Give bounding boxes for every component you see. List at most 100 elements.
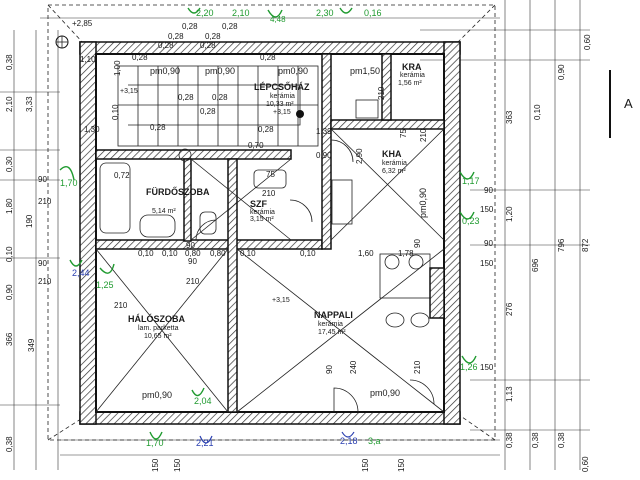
stair-dim-b: 1,10 bbox=[80, 55, 96, 64]
mid-dimensions: 0,10 0,10 0,10 0,10 1,60 1,78 0,80 0,80 … bbox=[114, 86, 428, 286]
hw-0: 2,20 bbox=[196, 8, 214, 18]
right-dim-14: 796 bbox=[557, 238, 566, 252]
nappali-name: NAPPALI bbox=[314, 310, 353, 320]
right-dim-3: 363 bbox=[505, 110, 514, 124]
hw-8: 2,21 bbox=[196, 438, 214, 448]
top-dim-g: 0,28 bbox=[260, 53, 276, 62]
hw-13: 1,17 bbox=[462, 176, 480, 186]
parapet-1: pm0,90 bbox=[150, 66, 180, 76]
top-dim-a: 0,28 bbox=[182, 22, 198, 31]
left-dim-1: 2,10 bbox=[5, 96, 14, 112]
bottom-dim-0: 150 bbox=[151, 458, 160, 472]
stair-dim-d: 0,28 bbox=[178, 93, 194, 102]
mid-dim-b: 0,10 bbox=[162, 249, 178, 258]
left-dim-0: 0,38 bbox=[5, 54, 14, 70]
bottom-dim-1: 150 bbox=[173, 458, 182, 472]
stair-dim-g: 0,28 bbox=[150, 123, 166, 132]
stair-dim-j: 1,30 bbox=[84, 125, 100, 134]
left-dim-4: 1,80 bbox=[5, 198, 14, 214]
left-dim-2: 3,33 bbox=[25, 96, 34, 112]
room-labels: LÉPCSŐHÁZ kerámia 10,33 m² +3,15 KRA ker… bbox=[128, 62, 425, 340]
lepcsohaz-finish: kerámia bbox=[270, 93, 295, 100]
szf-name: SZF bbox=[250, 199, 268, 209]
hw-6: 1,70 bbox=[60, 178, 78, 188]
nappali-area: 17,45 m² bbox=[318, 329, 346, 336]
hw-7: 2,04 bbox=[194, 396, 212, 406]
left-inner-2: 90 bbox=[186, 241, 195, 250]
mid-dim-n: 2,90 bbox=[355, 148, 364, 164]
stair-dim-f: 0,28 bbox=[200, 107, 216, 116]
haloszoba-name: HÁLÓSZOBA bbox=[128, 313, 185, 324]
mid-dim-g: 0,80 bbox=[185, 249, 201, 258]
parapet-3: pm0,90 bbox=[278, 66, 308, 76]
section-mark: A bbox=[609, 70, 633, 138]
lepcsohaz-area: 10,33 m² bbox=[266, 101, 294, 108]
section-mark-label: A bbox=[624, 96, 633, 111]
left-dim-8: 210 bbox=[38, 197, 52, 206]
left-inner-1: 210 bbox=[38, 277, 52, 286]
parapet-6: pm0,90 bbox=[370, 388, 400, 398]
hw-9: 2,18 bbox=[340, 436, 358, 446]
right-dim-16: 0,38 bbox=[531, 432, 540, 448]
right-dim-7: 90 bbox=[484, 239, 493, 248]
room-diagonals bbox=[95, 128, 445, 413]
left-dim-11: 349 bbox=[27, 338, 36, 352]
hw-5: 1,25 bbox=[96, 280, 114, 290]
outer-walls bbox=[79, 41, 461, 425]
staircase bbox=[55, 35, 319, 147]
szf-finish: kerámia bbox=[250, 209, 275, 216]
mid-dim-c: 0,10 bbox=[240, 249, 256, 258]
left-dim-6: 190 bbox=[25, 214, 34, 228]
mid-dim-k: 210 bbox=[262, 189, 276, 198]
kra-area: 1,56 m² bbox=[398, 80, 422, 87]
mid-dim-r: 75 bbox=[399, 129, 408, 138]
door-dim-c: 210 bbox=[413, 360, 422, 374]
kitchen-fixtures bbox=[331, 99, 445, 328]
stair-dim-c: 0,10 bbox=[111, 104, 120, 120]
mid-dim-q: 0,72 bbox=[114, 171, 130, 180]
stair-dim-a: 1,00 bbox=[113, 60, 122, 76]
right-dim-1: 0,90 bbox=[557, 64, 566, 80]
left-dim-9: 0,90 bbox=[5, 284, 14, 300]
level-marks: +2,85 +3,15 +3,15 bbox=[72, 19, 290, 304]
bottom-dimensions: 150 150 150 150 bbox=[151, 458, 406, 472]
left-dim-12: 0,38 bbox=[5, 436, 14, 452]
right-dimensions: 0,60 0,90 0,10 363 90 150 1,20 90 150 27… bbox=[480, 34, 592, 472]
mid-dim-p: 0,90 bbox=[316, 151, 332, 160]
right-dim-10: 150 bbox=[480, 363, 494, 372]
right-dim-17: 0,38 bbox=[557, 432, 566, 448]
top-dimensions: 0,28 0,28 0,28 0,28 0,28 0,28 0,28 0,28 bbox=[132, 22, 276, 62]
nappali-finish: kerámia bbox=[318, 321, 343, 328]
mid-dim-l: 75 bbox=[266, 170, 275, 179]
right-dim-18: 0,60 bbox=[581, 456, 590, 472]
right-dim-2: 0,10 bbox=[533, 104, 542, 120]
top-dim-e: 0,28 bbox=[158, 41, 174, 50]
parapet-5: pm0,90 bbox=[142, 390, 172, 400]
left-dim-10: 366 bbox=[5, 332, 14, 346]
left-dim-3: 0,30 bbox=[5, 156, 14, 172]
lepcsohaz-level: +3,15 bbox=[273, 109, 291, 116]
bottom-dim-3: 150 bbox=[397, 458, 406, 472]
mid-dim-o: 1,39 bbox=[316, 127, 332, 136]
hw-1: 2,10 bbox=[232, 8, 250, 18]
haloszoba-finish: lam. parketta bbox=[138, 325, 179, 332]
mid-dim-i: 210 bbox=[186, 277, 200, 286]
right-dim-13: 696 bbox=[531, 258, 540, 272]
parapet-4: pm1,50 bbox=[350, 66, 380, 76]
mid-dim-e: 1,60 bbox=[358, 249, 374, 258]
mid-dim-a: 0,10 bbox=[138, 249, 154, 258]
door-dim-b: 240 bbox=[349, 360, 358, 374]
door-dim-a: 90 bbox=[325, 365, 334, 374]
parapet-7: pm0,90 bbox=[418, 188, 428, 218]
stair-dim-e: 0,28 bbox=[212, 93, 228, 102]
bottom-dim-2: 150 bbox=[361, 458, 370, 472]
left-inner-0: 90 bbox=[38, 259, 47, 268]
dimension-lines bbox=[0, 0, 590, 470]
left-dimensions: 0,38 2,10 3,33 0,30 1,80 0,10 190 90 210… bbox=[5, 54, 195, 452]
stair-dimensions: 1,00 1,10 0,10 0,28 0,28 0,28 0,28 0,28 … bbox=[80, 55, 274, 150]
parapet-marks: pm0,90 pm0,90 pm0,90 pm1,50 pm0,90 pm0,9… bbox=[142, 66, 428, 400]
top-dim-b: 0,28 bbox=[222, 22, 238, 31]
hw-4: 0,16 bbox=[364, 8, 382, 18]
door-dimensions: 90 240 210 90 bbox=[325, 239, 422, 374]
